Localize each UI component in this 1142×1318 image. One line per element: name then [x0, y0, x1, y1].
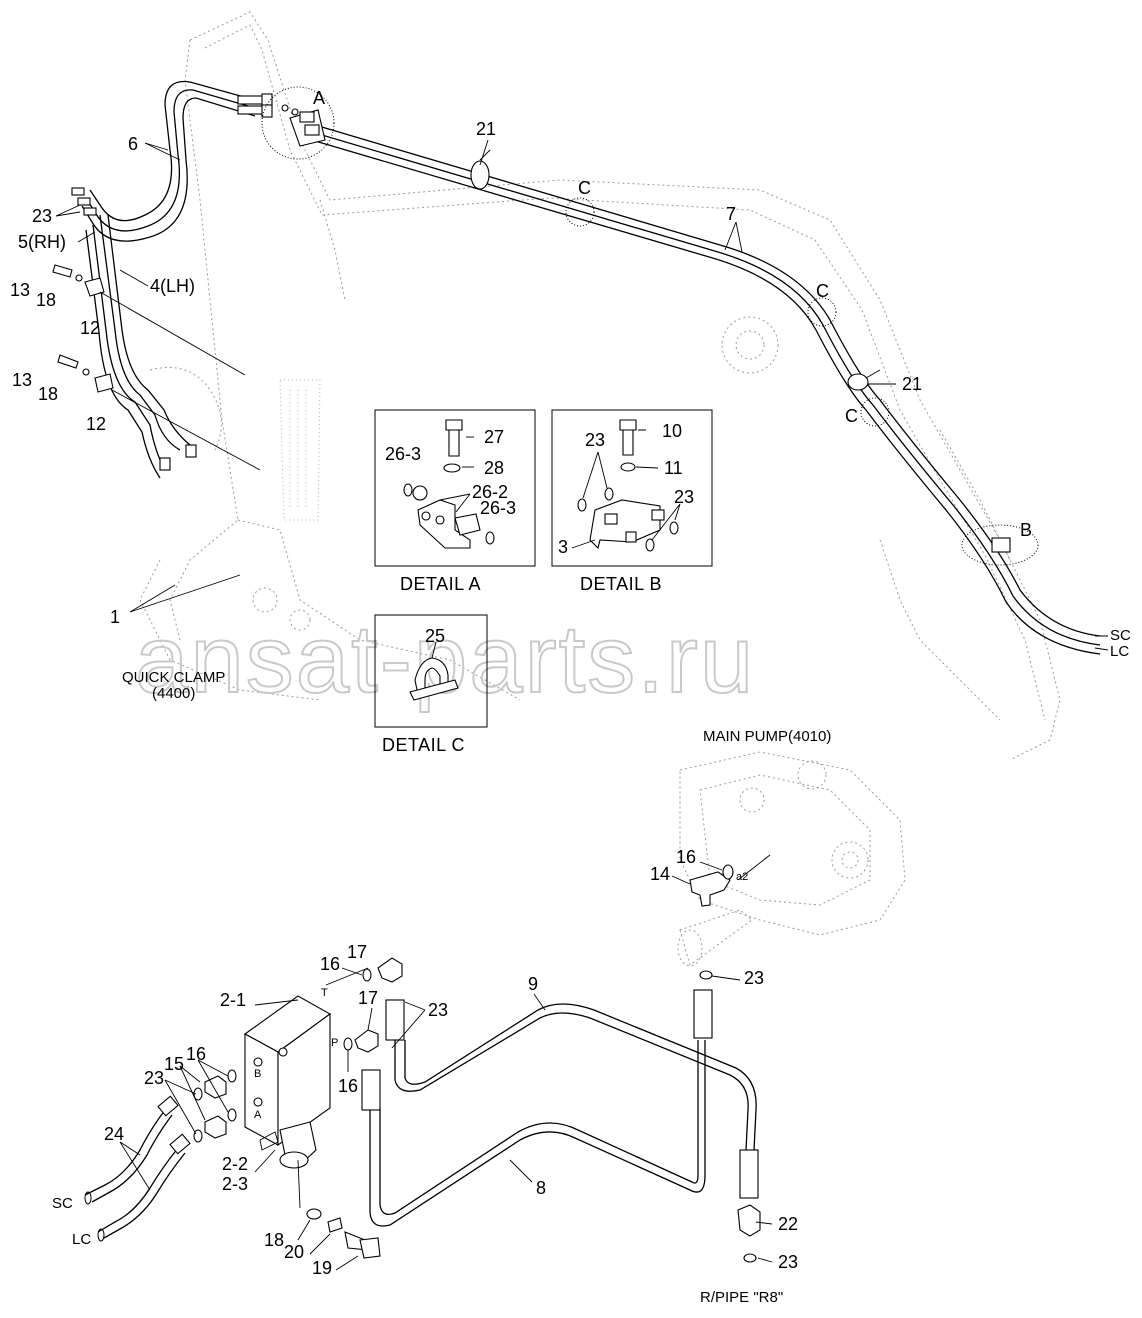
label-13-a: 13: [10, 280, 30, 300]
label-p-port: P: [331, 1037, 338, 1049]
label-lc-top: LC: [1110, 643, 1129, 660]
label-24: 24: [104, 1124, 124, 1144]
label-23-bottom: 23: [778, 1252, 798, 1272]
detail-a-box: [374, 409, 536, 567]
pipes-4-5: [85, 214, 191, 479]
label-lc-bottom: LC: [72, 1231, 91, 1248]
detail-c-marker-3: [860, 397, 890, 427]
detail-a-title: DETAIL A: [400, 574, 481, 594]
label-19: 19: [312, 1258, 332, 1278]
label-27: 27: [484, 427, 504, 447]
label-12-b: 12: [86, 414, 106, 434]
detail-c-marker-1: [565, 197, 595, 227]
label-1: 1: [110, 607, 120, 627]
bolt-washer-clamp-sets: [52, 264, 261, 471]
label-c-3: C: [845, 406, 858, 426]
label-6: 6: [128, 134, 138, 154]
label-23-valve: 23: [144, 1068, 164, 1088]
label-23-mid: 23: [428, 1000, 448, 1020]
label-23-pump: 23: [744, 968, 764, 988]
label-sc-top: SC: [1110, 627, 1131, 644]
label-21-top: 21: [476, 119, 496, 139]
label-quick-clamp-no: (4400): [152, 685, 195, 702]
label-16-a: 16: [320, 954, 340, 974]
label-10: 10: [662, 421, 682, 441]
label-quick-clamp: QUICK CLAMP: [122, 669, 225, 686]
label-26-2: 26-2: [472, 482, 508, 502]
label-16-pump: 16: [676, 847, 696, 867]
label-21-right: 21: [902, 374, 922, 394]
label-b-port: B: [254, 1068, 261, 1080]
label-5rh: 5(RH): [18, 232, 66, 252]
label-26-3-b: 26-3: [480, 498, 516, 518]
top-fittings: [71, 86, 335, 471]
leaders-upper: [55, 139, 1109, 651]
label-26-3-a: 26-3: [385, 444, 421, 464]
label-22: 22: [778, 1214, 798, 1234]
label-16-b: 16: [338, 1076, 358, 1096]
label-a-port: A: [254, 1109, 262, 1121]
label-18-b: 18: [38, 384, 58, 404]
label-28: 28: [484, 458, 504, 478]
label-sc-bottom: SC: [52, 1195, 73, 1212]
label-23-left: 23: [32, 206, 52, 226]
detail-c-box: [374, 614, 488, 728]
valve-fittings: [193, 957, 403, 1143]
label-17-b: 17: [358, 988, 378, 1008]
label-2-1: 2-1: [220, 990, 246, 1010]
label-16-c: 16: [186, 1044, 206, 1064]
boom-outline: [139, 11, 1061, 761]
hoses-24: [84, 1095, 191, 1242]
label-23-b-b: 23: [674, 487, 694, 507]
label-18-a: 18: [36, 290, 56, 310]
label-13-b: 13: [12, 370, 32, 390]
label-a-top: A: [313, 88, 325, 108]
label-20: 20: [284, 1242, 304, 1262]
clamps-21: [470, 149, 1039, 566]
label-14: 14: [650, 864, 670, 884]
hose-9: [385, 999, 759, 1199]
detail-c-title: DETAIL C: [382, 735, 465, 755]
label-main-pump: MAIN PUMP(4010): [703, 728, 831, 745]
label-15: 15: [164, 1054, 184, 1074]
detail-c-marker-2: [807, 297, 837, 327]
bottom-bolts: [297, 1159, 381, 1259]
label-2-3: 2-3: [222, 1174, 248, 1194]
label-9: 9: [528, 974, 538, 994]
label-7: 7: [726, 204, 736, 224]
pipe-6: [81, 80, 256, 242]
label-25: 25: [425, 626, 445, 646]
label-18-bottom: 18: [264, 1230, 284, 1250]
label-3: 3: [558, 537, 568, 557]
pipe-7: [304, 121, 1101, 655]
label-8: 8: [536, 1178, 546, 1198]
label-17-a: 17: [347, 942, 367, 962]
label-12-a: 12: [80, 318, 100, 338]
main-pump-ghost: [677, 751, 906, 967]
callout-labels: A 21 6 C 7 C 21 C B SC LC 23 5(RH) 13 18…: [10, 88, 1131, 1306]
leaders-lower: [119, 854, 773, 1271]
label-11: 11: [664, 458, 683, 478]
watermark: ansat-parts.ru: [135, 606, 755, 713]
label-c-1: C: [578, 178, 591, 198]
label-b: B: [1020, 520, 1032, 540]
label-2-2: 2-2: [222, 1154, 248, 1174]
pump-fittings: [689, 864, 761, 1263]
label-t-port: T: [321, 987, 328, 999]
label-rpipe: R/PIPE "R8": [700, 1289, 783, 1306]
label-4lh: 4(LH): [150, 276, 195, 296]
detail-b-title: DETAIL B: [580, 574, 662, 594]
label-c-2: C: [816, 281, 829, 301]
hose-8: [361, 989, 713, 1227]
label-a2: a2: [736, 871, 748, 883]
valve-block: [243, 995, 332, 1169]
label-23-b-a: 23: [585, 430, 605, 450]
detail-b-box: [551, 409, 713, 567]
